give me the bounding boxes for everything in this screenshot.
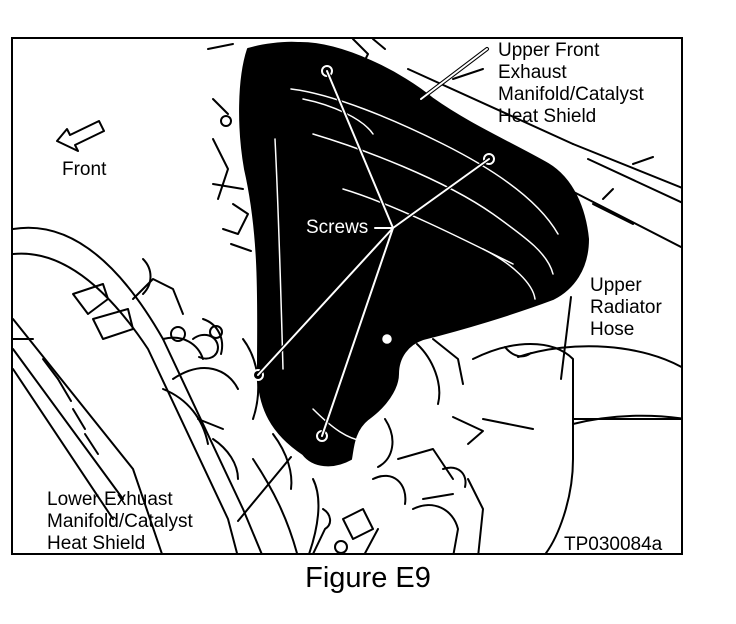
upper-shield-leader xyxy=(419,47,489,101)
engine-left-parts xyxy=(13,43,263,553)
radiator-hose-label: Upper Radiator Hose xyxy=(590,275,662,341)
lower-shield-label-line-2: Manifold/Catalyst xyxy=(47,511,193,532)
shield-contour-lines xyxy=(274,88,559,442)
reference-code: TP030084a xyxy=(564,534,663,555)
screws-leader-lines xyxy=(256,69,491,438)
upper-shield-label: Upper Front Exhaust Manifold/Catalyst He… xyxy=(498,40,644,128)
upper-shield-label-line-4: Heat Shield xyxy=(498,106,597,127)
lower-shield-label-line-3: Heat Shield xyxy=(47,533,146,554)
radiator-hose-label-line-3: Hose xyxy=(590,319,635,340)
lower-shield-leader xyxy=(237,456,292,522)
front-label: Front xyxy=(62,159,107,180)
radiator-hose-label-line-1: Upper xyxy=(590,275,642,296)
heat-shield-illustration xyxy=(13,39,681,553)
upper-shield-label-line-3: Manifold/Catalyst xyxy=(498,84,644,105)
lower-shield-label-line-1: Lower Exhuast xyxy=(47,489,173,510)
radiator-hose-leader xyxy=(560,296,572,380)
screws-label: Screws xyxy=(304,217,371,239)
upper-shield-label-line-2: Exhaust xyxy=(498,62,567,83)
figure-caption: Figure E9 xyxy=(305,562,431,594)
lower-shield-label: Lower Exhuast Manifold/Catalyst Heat Shi… xyxy=(47,489,193,554)
diagram-frame: Upper Front Exhaust Manifold/Catalyst He… xyxy=(11,37,683,555)
upper-shield-label-line-1: Upper Front xyxy=(498,40,600,61)
engine-background-lines xyxy=(352,39,681,249)
engine-lower-parts xyxy=(252,338,484,553)
radiator-hose xyxy=(452,343,681,553)
radiator-hose-label-line-2: Radiator xyxy=(590,297,662,318)
front-arrow xyxy=(56,120,105,152)
upper-heat-shield xyxy=(239,41,589,467)
